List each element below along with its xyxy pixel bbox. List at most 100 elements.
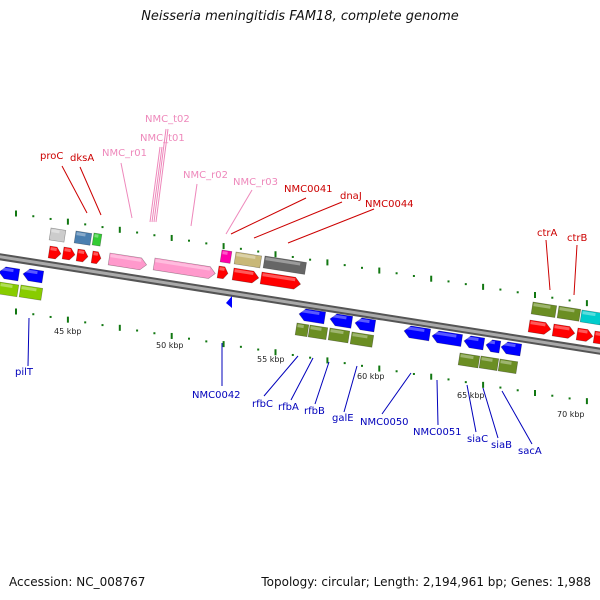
gene-arrow-blue[interactable]: [431, 330, 463, 347]
gene-arrow-red[interactable]: [216, 265, 229, 280]
gene-label[interactable]: dksA: [70, 153, 94, 164]
gene-label[interactable]: rfbC: [252, 399, 273, 410]
gene-box-olive[interactable]: [478, 355, 500, 371]
leader-line: [155, 128, 169, 223]
gene-label[interactable]: proC: [40, 151, 63, 162]
gene-label[interactable]: siaB: [491, 440, 512, 451]
leader-line: [343, 365, 358, 413]
leader-line: [501, 390, 533, 445]
gene-box-green[interactable]: [91, 232, 103, 247]
gene-box-olive[interactable]: [307, 324, 329, 340]
tick-row-upper: [15, 210, 588, 307]
gene-label[interactable]: siaC: [467, 434, 488, 445]
gene-label[interactable]: NMC0042: [192, 390, 241, 401]
gene-arrow-blue[interactable]: [329, 313, 354, 329]
leader-line: [314, 361, 330, 405]
gene-arrow-blue[interactable]: [226, 296, 232, 308]
gene-arrow-red[interactable]: [551, 323, 576, 339]
leader-line: [253, 201, 343, 239]
leader-line: [61, 165, 88, 214]
leader-line: [153, 128, 167, 223]
leader-line: [290, 357, 314, 401]
gene-label[interactable]: NMC0044: [365, 199, 414, 210]
gene-box-olive[interactable]: [556, 305, 582, 322]
gene-box-olive[interactable]: [349, 331, 375, 348]
kbp-label: 70 kbp: [557, 410, 585, 419]
gene-label[interactable]: rfbA: [278, 402, 299, 413]
gene-arrow-blue[interactable]: [0, 266, 21, 282]
leader-line: [27, 317, 30, 367]
gene-arrow-blue[interactable]: [485, 339, 502, 354]
gene-arrow-red[interactable]: [90, 250, 102, 265]
gene-arrow-red[interactable]: [231, 267, 260, 284]
gene-arrow-red[interactable]: [75, 248, 89, 263]
gene-arrow-red[interactable]: [527, 319, 552, 335]
gene-box-lime[interactable]: [0, 281, 20, 298]
gene-box-khaki[interactable]: [233, 251, 263, 269]
leader-line: [79, 166, 102, 216]
accession-text: Accession: NC_008767: [9, 575, 146, 589]
gene-box-darkgrey[interactable]: [262, 255, 307, 275]
kbp-label: 55 kbp: [257, 355, 285, 364]
leader-line: [263, 355, 299, 397]
gene-box-olive[interactable]: [530, 301, 558, 318]
leader-line: [545, 239, 551, 291]
kbp-label: 60 kbp: [357, 372, 385, 381]
gene-label[interactable]: galE: [332, 413, 354, 424]
gene-label[interactable]: NMC_r02: [183, 170, 228, 181]
gene-arrow-red[interactable]: [259, 271, 302, 290]
gene-arrow-blue[interactable]: [403, 325, 432, 342]
gene-arrow-red[interactable]: [61, 246, 76, 261]
gene-box-magenta[interactable]: [219, 249, 233, 264]
gene-box-cyan[interactable]: [579, 309, 600, 326]
leader-line: [287, 208, 375, 244]
gene-label[interactable]: NMC0051: [413, 427, 462, 438]
rna-arrow-pink[interactable]: [152, 257, 216, 279]
kbp-ruler-labels: 45 kbp 50 kbp 55 kbp 60 kbp 65 kbp 70 kb…: [54, 327, 585, 419]
gene-arrow-blue[interactable]: [298, 308, 327, 325]
gene-label[interactable]: NMC0050: [360, 417, 409, 428]
gene-labels[interactable]: proC dksA NMC_r01 NMC_t02NMC_t01NMC_r02NMC_…: [15, 114, 588, 457]
gene-label[interactable]: NMC0041: [284, 184, 333, 195]
gene-box-olive[interactable]: [497, 358, 519, 374]
tick-row-lower: [15, 308, 588, 405]
rna-arrow-pink[interactable]: [107, 252, 148, 271]
gene-features[interactable]: [0, 227, 600, 374]
gene-label[interactable]: dnaJ: [340, 191, 362, 202]
gene-box-olive[interactable]: [457, 352, 481, 369]
gene-label[interactable]: NMC_r01: [102, 148, 147, 159]
gene-arrow-blue[interactable]: [354, 317, 377, 333]
leader-line: [120, 162, 133, 219]
gene-box-olive[interactable]: [294, 322, 310, 338]
gene-box-grey[interactable]: [48, 227, 67, 243]
leader-line: [190, 183, 198, 227]
map-title: Neisseria meningitidis FAM18, complete g…: [141, 9, 459, 24]
leader-line: [151, 146, 163, 223]
leader-line: [466, 384, 477, 433]
gene-label[interactable]: ctrB: [567, 233, 588, 244]
gene-box-lime[interactable]: [18, 284, 44, 301]
genome-summary-text: Topology: circular; Length: 2,194,961 bp…: [261, 575, 591, 589]
gene-arrow-blue[interactable]: [463, 335, 486, 351]
gene-label[interactable]: NMC_t02: [145, 114, 190, 125]
gene-label[interactable]: pilT: [15, 367, 34, 378]
gene-arrow-red[interactable]: [592, 330, 600, 345]
gene-label[interactable]: ctrA: [537, 228, 558, 239]
leader-line: [482, 387, 499, 439]
gene-label[interactable]: NMC_r03: [233, 177, 278, 188]
gene-label[interactable]: sacA: [518, 446, 542, 457]
gene-arrow-blue[interactable]: [500, 341, 523, 357]
gene-arrow-red[interactable]: [575, 327, 594, 342]
gene-label[interactable]: NMC_t01: [140, 133, 185, 144]
gene-arrow-red[interactable]: [47, 245, 62, 260]
gene-box-blue[interactable]: [73, 230, 93, 246]
leader-line: [225, 189, 253, 235]
kbp-label: 65 kbp: [457, 391, 485, 400]
gene-label[interactable]: rfbB: [304, 406, 325, 417]
gene-box-olive[interactable]: [327, 327, 351, 344]
genome-backbone: [0, 253, 600, 355]
leader-line: [149, 146, 161, 223]
gene-arrow-blue[interactable]: [22, 268, 45, 284]
kbp-label: 45 kbp: [54, 327, 82, 336]
